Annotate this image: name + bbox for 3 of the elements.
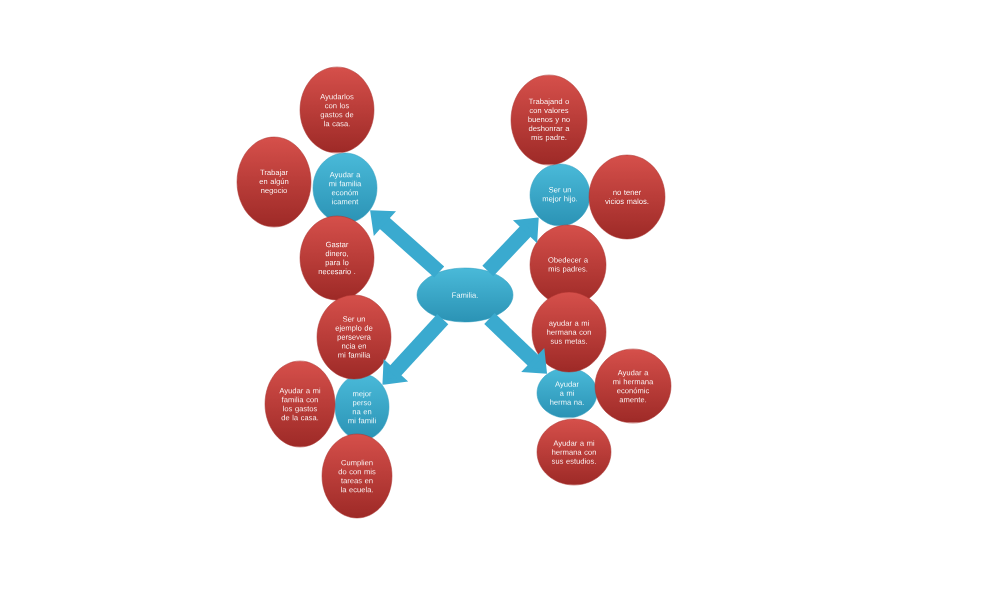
block-arrow [482, 217, 539, 277]
block-arrow [382, 314, 449, 385]
block-arrow [370, 210, 445, 278]
